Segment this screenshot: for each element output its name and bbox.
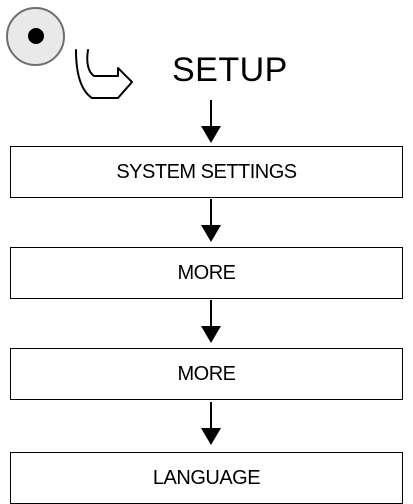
round-button-icon [6, 7, 65, 66]
step-more-1: MORE [10, 247, 403, 299]
step-system-settings: SYSTEM SETTINGS [10, 146, 403, 198]
hand-pointer-icon [75, 49, 133, 99]
button-center-dot [28, 28, 44, 44]
down-arrow-icon [201, 300, 221, 343]
step-more-2: MORE [10, 348, 403, 400]
down-arrow-icon [201, 100, 221, 143]
down-arrow-icon [201, 402, 221, 445]
down-arrow-icon [201, 199, 221, 242]
step-language: LANGUAGE [10, 452, 403, 504]
page-title: SETUP [172, 51, 288, 89]
